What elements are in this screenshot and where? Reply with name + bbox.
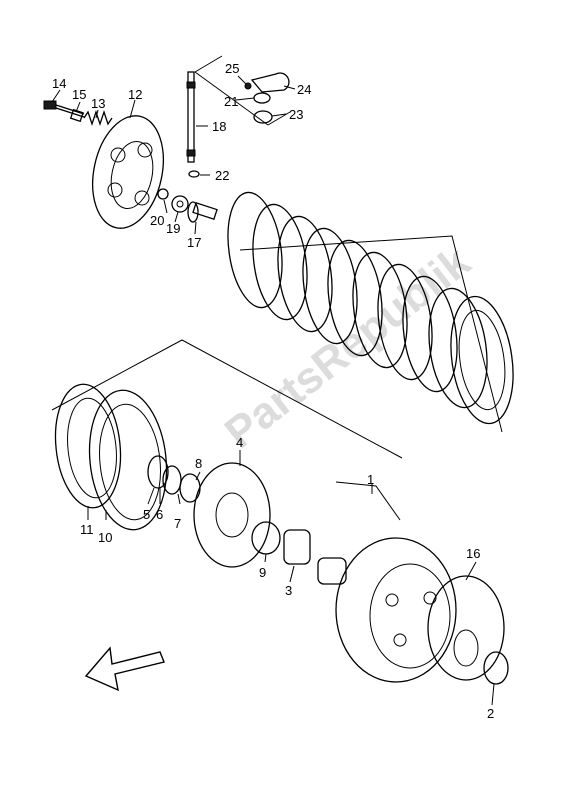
callout-18: 18	[212, 119, 226, 134]
release-rod-end	[187, 201, 218, 223]
collar	[69, 108, 84, 123]
leader-lines	[51, 75, 495, 706]
callout-19: 19	[166, 221, 180, 236]
callout-7: 7	[174, 516, 181, 531]
bearing	[171, 195, 189, 213]
callout-labels: 1 2 3 4 5 6 7 8 9 10 11 12 13 14 15 16 1…	[52, 61, 494, 721]
callout-15: 15	[72, 87, 86, 102]
washer	[157, 188, 169, 200]
bushing	[253, 110, 273, 124]
callout-9: 9	[259, 565, 266, 580]
clutch-sleeve-hub	[193, 462, 271, 568]
thrust-washer	[483, 651, 509, 685]
left-plate-pair	[54, 383, 168, 531]
callout-3: 3	[285, 583, 292, 598]
primary-driven-gear	[335, 537, 457, 683]
callout-23: 23	[289, 107, 303, 122]
callout-25: 25	[225, 61, 239, 76]
callout-6: 6	[156, 507, 163, 522]
washer	[147, 455, 169, 489]
primary-driven-gear-group	[335, 481, 509, 685]
callout-17: 17	[187, 235, 201, 250]
clutch-spring-bolt	[43, 100, 85, 118]
callout-13: 13	[91, 96, 105, 111]
callout-2: 2	[487, 706, 494, 721]
bearing-cap	[253, 92, 271, 104]
callout-5: 5	[143, 507, 150, 522]
callout-12: 12	[128, 87, 142, 102]
release-rod	[187, 71, 195, 163]
arm-bolt	[244, 82, 252, 90]
callout-20: 20	[150, 213, 164, 228]
callout-4: 4	[236, 435, 243, 450]
callout-21: 21	[224, 94, 238, 109]
callout-1: 1	[367, 472, 374, 487]
arrow-left-icon	[84, 646, 165, 692]
callout-16: 16	[466, 546, 480, 561]
callout-24: 24	[297, 82, 311, 97]
clutch-spring	[83, 109, 113, 127]
needle-bearing	[283, 529, 311, 565]
pressure-plate	[92, 115, 164, 229]
pressure-plate-group	[43, 100, 218, 229]
callout-22: 22	[215, 168, 229, 183]
assembly-bracket	[51, 339, 403, 459]
callout-14: 14	[52, 76, 66, 91]
callout-11: 11	[80, 522, 94, 537]
clutch-plate-stack	[227, 191, 514, 433]
oil-seal	[188, 170, 200, 178]
release-arm	[250, 72, 290, 93]
callout-8: 8	[195, 456, 202, 471]
callout-10: 10	[98, 530, 112, 545]
primary-drive-gear	[427, 575, 505, 681]
lock-washer	[162, 465, 182, 495]
